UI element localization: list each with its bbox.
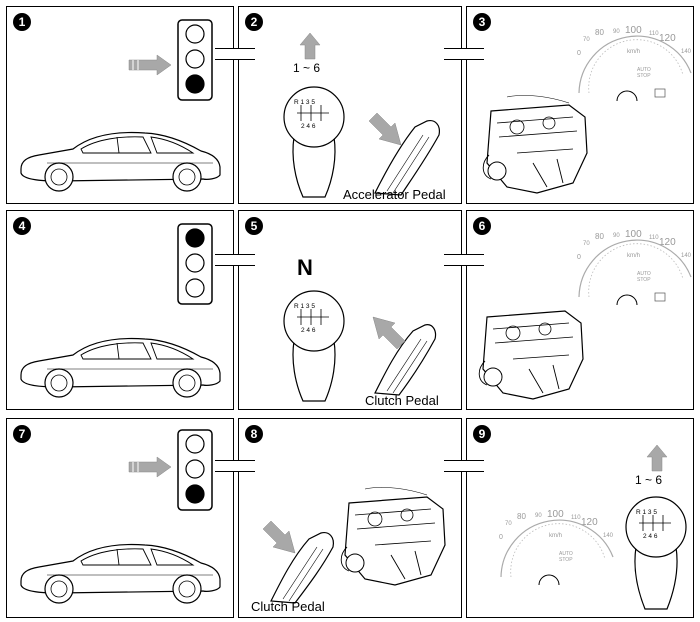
svg-text:100: 100 [547,509,564,520]
panel-connector [444,48,484,60]
gear-shifter-icon: R 1 3 5 2 4 6 [283,86,345,198]
svg-text:km/h: km/h [627,49,640,55]
svg-text:120: 120 [659,33,676,44]
pedal-icon [368,112,440,196]
svg-text:110: 110 [571,515,581,521]
speedometer-icon: 0 70 80 90 100 110 120 140 km/h AUTO STO… [499,509,614,586]
svg-text:km/h: km/h [549,533,562,539]
engine-icon [340,487,446,586]
svg-text:90: 90 [535,513,542,519]
engine-icon [482,95,588,194]
svg-text:STOP: STOP [559,557,573,563]
shifter-row1: R 1 3 5 [636,509,657,516]
arrow-up-icon [646,444,668,472]
shifter-row1: R 1 3 5 [294,303,315,310]
panel-7: 7 [6,418,234,618]
car-icon [20,543,221,604]
svg-text:90: 90 [613,29,620,35]
svg-text:110: 110 [649,235,659,241]
svg-text:120: 120 [659,237,676,248]
svg-text:0: 0 [577,254,581,261]
panel-3: 3 0 70 80 90 100 110 120 140 km/h AUTO S… [466,6,694,204]
panel-connector [215,48,255,60]
svg-text:140: 140 [681,49,692,55]
neutral-gear-label: N [297,255,313,280]
svg-text:100: 100 [625,25,642,36]
svg-text:0: 0 [499,534,503,541]
panel-connector [444,254,484,266]
arrow-right-icon [128,54,172,76]
svg-text:70: 70 [583,241,590,247]
svg-text:80: 80 [595,232,604,241]
gear-shifter-icon: R 1 3 5 2 4 6 [625,496,687,610]
step-number: 2 [245,13,263,31]
step-number: 3 [473,13,491,31]
svg-text:80: 80 [595,28,604,37]
panel-connector [215,460,255,472]
traffic-light-icon [177,429,213,511]
arrow-up-icon [299,32,321,60]
panel-2: 2 1 ~ 6 R 1 3 5 2 4 6 Accelerator Pedal [238,6,462,204]
svg-text:0: 0 [577,50,581,57]
step-number: 8 [245,425,263,443]
gear-range-label: 1 ~ 6 [293,61,321,75]
step-number: 5 [245,217,263,235]
traffic-light-icon [177,19,213,101]
speedometer-icon: 0 70 80 90 100 110 120 140 km/h AUTO STO… [577,229,692,306]
svg-text:100: 100 [625,229,642,240]
engine-icon [478,310,584,400]
panel-5: 5 N R 1 3 5 2 4 6 Clutch Pedal [238,210,462,410]
shifter-row1: R 1 3 5 [294,99,315,106]
pedal-icon [262,520,334,604]
step-number: 9 [473,425,491,443]
panel-4: 4 [6,210,234,410]
shifter-row2: 2 4 6 [301,123,316,130]
svg-text:STOP: STOP [637,73,651,79]
svg-text:70: 70 [583,37,590,43]
car-icon [20,337,221,398]
svg-text:AUTO: AUTO [559,551,573,557]
speedometer-icon: 0 70 80 90 100 110 120 140 km/h AUTO STO… [577,25,692,102]
svg-text:90: 90 [613,233,620,239]
panel-1: 1 [6,6,234,204]
pedal-caption: Clutch Pedal [365,393,439,408]
panel-6: 6 0 70 80 90 100 110 120 140 km/h AUTO S… [466,210,694,410]
traffic-light-icon [177,223,213,305]
panel-8: 8 Clutch Pedal [238,418,462,618]
svg-text:140: 140 [681,253,692,259]
shifter-row2: 2 4 6 [301,327,316,334]
step-number: 7 [13,425,31,443]
svg-text:140: 140 [603,533,614,539]
svg-text:110: 110 [649,31,659,37]
svg-text:km/h: km/h [627,253,640,259]
svg-text:AUTO: AUTO [637,67,651,73]
svg-text:AUTO: AUTO [637,271,651,277]
svg-text:80: 80 [517,512,526,521]
panel-connector [444,460,484,472]
pedal-caption: Accelerator Pedal [343,187,446,202]
gear-shifter-icon: R 1 3 5 2 4 6 [283,290,345,402]
svg-text:70: 70 [505,521,512,527]
pedal-caption: Clutch Pedal [251,599,325,614]
step-number: 1 [13,13,31,31]
gear-range-label: 1 ~ 6 [635,473,663,487]
svg-text:120: 120 [581,517,598,528]
pedal-icon [372,316,437,396]
step-number: 4 [13,217,31,235]
car-icon [20,131,221,192]
shifter-row2: 2 4 6 [643,533,658,540]
panel-connector [215,254,255,266]
panel-9: 9 1 ~ 6 0 70 80 90 100 110 120 140 km/h … [466,418,694,618]
svg-text:STOP: STOP [637,277,651,283]
arrow-right-icon [128,456,172,478]
step-number: 6 [473,217,491,235]
